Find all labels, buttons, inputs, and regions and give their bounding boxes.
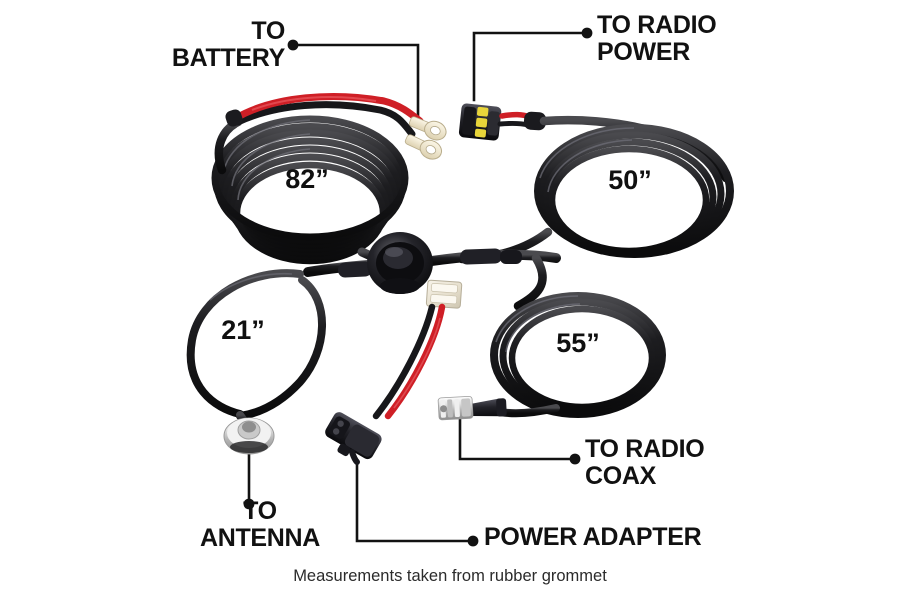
measurement-label-21: 21” [221,315,265,345]
battery-ring-terminals [404,116,447,160]
cable-coil-55 [490,253,666,418]
leader-to-battery [292,43,420,120]
measurement-label-55: 55” [556,328,600,358]
callout-to-radio-power: TO RADIO POWER [597,11,717,66]
footnote-measurement-origin: Measurements taken from rubber grommet [293,567,607,585]
measurement-label-50: 50” [608,165,652,195]
coax-connector [437,395,507,421]
callout-power-adapter: POWER ADAPTER [484,523,702,551]
battery-leads [225,93,424,138]
leader-dot-to-radio-power [581,27,593,39]
callout-to-battery: TO BATTERY [171,17,285,72]
leader-dots [243,27,593,547]
leader-dot-power-adapter [467,535,479,547]
callout-to-radio-coax: TO RADIO COAX [585,435,705,490]
callout-to-antenna: TO ANTENNA [199,497,321,552]
antenna-mount [223,417,275,455]
leader-power-adapter [355,461,474,543]
leader-lines [247,31,588,543]
power-adapter [325,279,463,465]
leader-dot-to-battery [287,39,299,51]
leader-to-radio-coax [458,416,576,461]
leader-dot-to-radio-coax [569,453,581,465]
measurement-label-82: 82” [285,164,329,194]
leader-to-radio-power [472,31,588,102]
radio-power-connector [458,103,547,141]
cable-coil-21 [186,269,326,432]
leader-dot-to-antenna [243,498,255,510]
rubber-grommet [367,232,433,294]
